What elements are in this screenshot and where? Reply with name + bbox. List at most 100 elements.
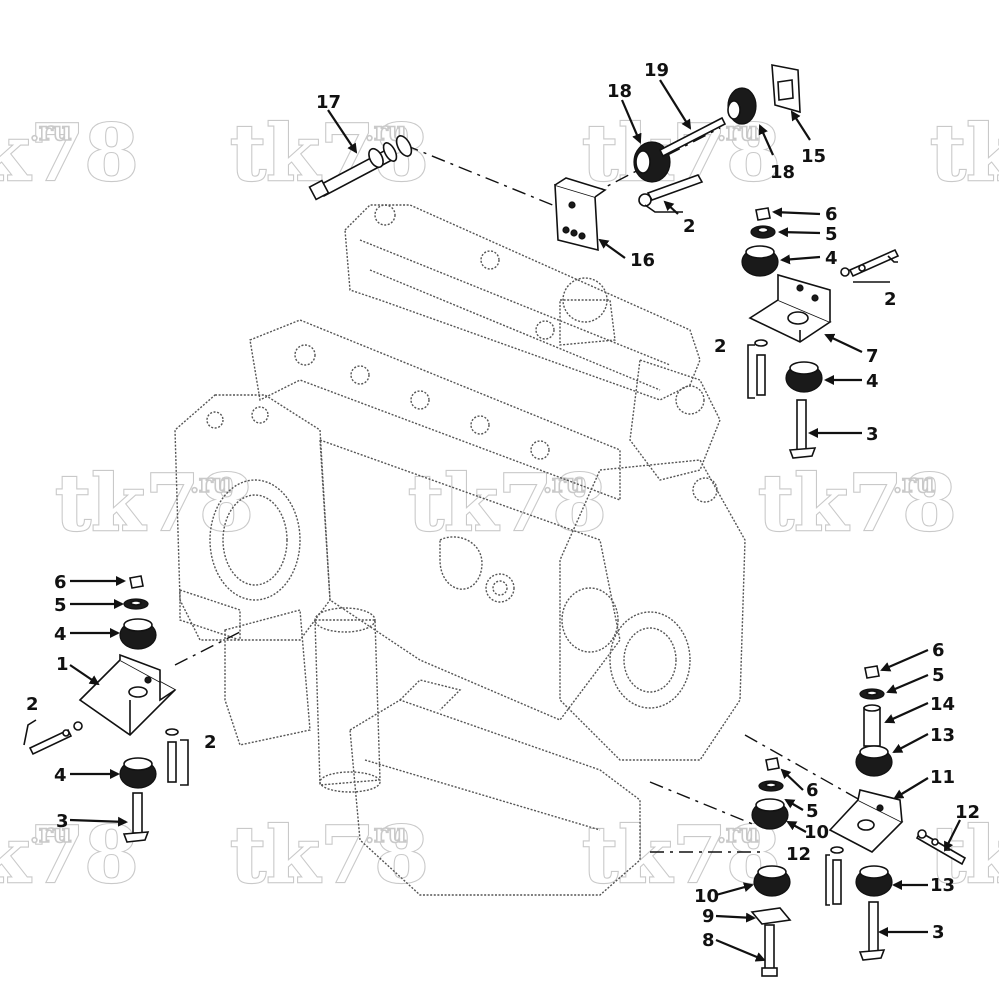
callout-16: 16 xyxy=(630,250,655,271)
callout-5: 5 xyxy=(806,801,819,822)
watermark: tk78 .ru xyxy=(0,809,140,902)
svg-text:tk78: tk78 xyxy=(230,810,429,901)
callout-5: 5 xyxy=(825,224,838,245)
engine-block-illustration xyxy=(174,204,746,896)
callout-2: 2 xyxy=(204,732,217,753)
stud-3-left xyxy=(122,792,150,843)
rubber-mount-18-left xyxy=(633,141,704,207)
watermark: tk78 .ru xyxy=(757,457,958,550)
callout-12: 12 xyxy=(955,802,980,823)
bolt-12-right xyxy=(915,829,967,866)
watermark: tk78 .ru xyxy=(581,809,782,902)
callout-2: 2 xyxy=(683,216,696,237)
callout-3: 3 xyxy=(866,424,879,445)
callout-1: 1 xyxy=(56,654,69,675)
nut-6-far-right xyxy=(864,665,880,679)
callout-18: 18 xyxy=(607,81,632,102)
watermark: tk78 .ru xyxy=(407,457,608,550)
svg-text:tk78: tk78 xyxy=(930,108,999,199)
rubber-mount-4-left-lower xyxy=(119,757,157,789)
bracket-1 xyxy=(78,653,177,737)
rubber-mount-4-left-upper xyxy=(119,618,157,650)
svg-text:.ru: .ru xyxy=(893,469,935,499)
callout-10: 10 xyxy=(694,886,719,907)
bolt-17 xyxy=(308,135,413,201)
nut-6-bottom-center xyxy=(765,757,780,771)
spacer-14 xyxy=(863,704,881,747)
callout-2: 2 xyxy=(714,336,727,357)
svg-text:.ru: .ru xyxy=(365,819,407,849)
rubber-mount-4-mid-right xyxy=(785,361,823,393)
callout-12: 12 xyxy=(786,844,811,865)
callout-11: 11 xyxy=(930,767,955,788)
bolt-8 xyxy=(761,924,778,977)
svg-text:tk78: tk78 xyxy=(0,810,139,901)
callout-19: 19 xyxy=(644,60,669,81)
callout-6: 6 xyxy=(806,780,819,801)
svg-text:.ru: .ru xyxy=(717,819,759,849)
bolt-2-left xyxy=(28,721,83,756)
callout-5: 5 xyxy=(932,665,945,686)
bolt-2-left-vertical xyxy=(165,728,179,783)
bolt-2-top-right xyxy=(840,248,900,278)
bracket-11 xyxy=(828,789,904,853)
watermark: tk78 .ru xyxy=(0,107,140,200)
callout-3: 3 xyxy=(932,922,945,943)
callout-10: 10 xyxy=(804,822,829,843)
callout-labels: 17 19 18 18 15 16 2 6 5 4 2 7 2 4 3 6 5 … xyxy=(26,60,980,951)
rubber-mount-13-lower xyxy=(855,865,893,897)
callout-17: 17 xyxy=(316,92,341,113)
bolt-12-vertical xyxy=(830,846,844,905)
bracket-16 xyxy=(554,177,607,252)
watermark: tk78 .ru xyxy=(229,809,430,902)
rubber-mount-18-right xyxy=(727,87,757,125)
callout-18: 18 xyxy=(770,162,795,183)
callout-4: 4 xyxy=(54,624,67,645)
rubber-mount-13-upper xyxy=(855,745,893,777)
washer-5-bottom-center xyxy=(758,780,784,792)
watermark: tk78 .ru xyxy=(54,457,255,550)
callout-4: 4 xyxy=(866,371,879,392)
callout-2: 2 xyxy=(884,289,897,310)
assembly-lines xyxy=(174,127,861,853)
washer-5-top-right xyxy=(750,225,776,239)
callout-9: 9 xyxy=(702,906,715,927)
callout-4: 4 xyxy=(825,248,838,269)
watermark: tk78 xyxy=(929,809,999,902)
rod-19 xyxy=(658,116,727,158)
callout-6: 6 xyxy=(54,572,67,593)
callout-13: 13 xyxy=(930,725,955,746)
callout-8: 8 xyxy=(702,930,715,951)
callout-3: 3 xyxy=(56,811,69,832)
plate-9 xyxy=(750,907,792,925)
svg-text:tk78: tk78 xyxy=(0,108,139,199)
callout-13: 13 xyxy=(930,875,955,896)
svg-text:tk78: tk78 xyxy=(55,458,254,549)
callout-7: 7 xyxy=(866,346,879,367)
callout-6: 6 xyxy=(932,640,945,661)
washer-5-far-right xyxy=(859,688,885,700)
washer-5-left xyxy=(123,598,149,610)
svg-text:tk78: tk78 xyxy=(582,810,781,901)
callout-15: 15 xyxy=(801,146,826,167)
callout-6: 6 xyxy=(825,204,838,225)
svg-text:.ru: .ru xyxy=(30,117,72,147)
watermark: tk78 xyxy=(929,107,999,200)
svg-text:tk78: tk78 xyxy=(930,810,999,901)
callout-2: 2 xyxy=(26,694,39,715)
svg-text:tk78: tk78 xyxy=(408,458,607,549)
rubber-mount-4-top-right xyxy=(741,245,779,277)
nut-6-left xyxy=(129,575,144,589)
callout-4: 4 xyxy=(54,765,67,786)
svg-text:tk78: tk78 xyxy=(758,458,957,549)
bracket-7 xyxy=(748,273,832,343)
rubber-mount-10-upper xyxy=(751,798,789,830)
nut-6-top-right xyxy=(755,207,771,221)
callout-14: 14 xyxy=(930,694,955,715)
svg-text:.ru: .ru xyxy=(30,819,72,849)
plate-15 xyxy=(771,64,801,114)
stud-3-right xyxy=(788,399,817,459)
rubber-mount-10-lower xyxy=(753,865,791,897)
leader-arrows xyxy=(69,79,961,962)
